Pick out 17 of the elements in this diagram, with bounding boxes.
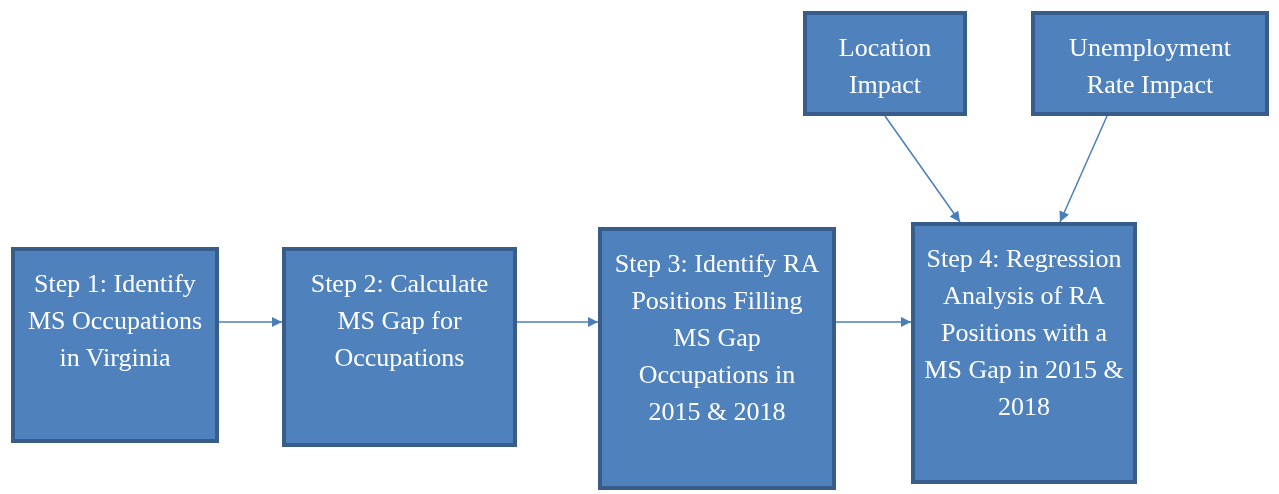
box-text: Step 4: Regression Analysis of RA Positions with a MS Gap in 2015 & 2018 — [923, 243, 1125, 423]
arrow — [1059, 115, 1108, 223]
process-box — [1031, 11, 1269, 116]
arrow — [884, 115, 961, 223]
process-box — [11, 247, 219, 443]
arrow — [835, 316, 912, 328]
arrow — [516, 316, 599, 328]
arrow — [218, 316, 283, 328]
box-text: Unemployment Rate Impact — [1068, 32, 1232, 101]
box-text: Location Impact — [837, 32, 933, 101]
box-text: Step 3: Identify RA Positions Filling MS Gap Occupations in 2015 & 2018 — [613, 248, 821, 428]
box-text: Step 2: Calculate MS Gap for Occupations — [309, 268, 490, 374]
process-box — [803, 11, 967, 116]
process-box — [282, 247, 517, 447]
box-text: Step 1: Identify MS Occupations in Virginia — [26, 268, 203, 374]
process-box — [911, 222, 1137, 484]
process-box — [598, 227, 836, 490]
